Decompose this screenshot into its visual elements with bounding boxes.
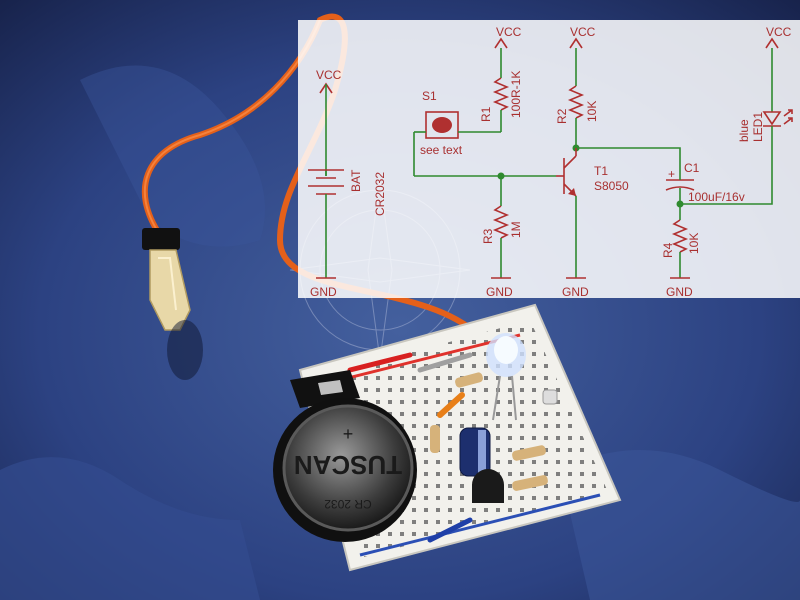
vcc-label: VCC <box>766 25 792 39</box>
blue-led <box>486 333 526 421</box>
switch-s1: S1 see text <box>413 89 501 176</box>
coin-cell-battery: TUSCAN CR 2032 + <box>273 370 417 542</box>
schematic-panel: VCC VCC VCC VCC BAT CR2032 R1 100R-1K S1 <box>298 20 800 298</box>
gnd-label: GND <box>486 285 513 298</box>
led-ref: LED1 <box>751 112 765 142</box>
led-d1: blue LED1 <box>737 48 793 142</box>
crystal-probe <box>142 228 203 380</box>
vcc-label: VCC <box>570 25 596 39</box>
r1-ref: R1 <box>479 106 493 122</box>
vcc-label: VCC <box>496 25 522 39</box>
t1-ref: T1 <box>594 164 608 178</box>
battery-symbol: BAT CR2032 <box>308 169 387 278</box>
vcc-battery-supply: VCC <box>316 68 342 176</box>
gnd-battery: GND <box>310 277 337 298</box>
c1-value: 100uF/16v <box>688 190 745 204</box>
vcc-label: VCC <box>316 68 342 82</box>
r3-ref: R3 <box>481 228 495 244</box>
battery-value: CR2032 <box>373 172 387 216</box>
r4-ref: R4 <box>661 242 675 258</box>
gnd-label: GND <box>666 285 693 298</box>
gnd-label: GND <box>310 285 337 298</box>
gnd-t1: GND <box>562 277 589 298</box>
s1-note: see text <box>420 143 463 157</box>
r3-value: 1M <box>509 221 523 238</box>
vcc-r1-supply: VCC <box>494 25 522 49</box>
led-net-wire <box>680 140 773 205</box>
gnd-label: GND <box>562 285 589 298</box>
gnd-r3: GND <box>486 277 513 298</box>
s1-ref: S1 <box>422 89 437 103</box>
resistor-r4: R4 10K <box>661 204 701 278</box>
gnd-r4: GND <box>666 277 693 298</box>
vcc-r2-supply: VCC <box>569 25 596 49</box>
battery-model-text: CR 2032 <box>324 497 372 511</box>
c1-plus-mark: + <box>668 167 675 181</box>
r2-ref: R2 <box>555 108 569 124</box>
battery-ref: BAT <box>349 169 363 192</box>
r1-value: 100R-1K <box>509 71 523 118</box>
c1-ref: C1 <box>684 161 700 175</box>
r2-value: 10K <box>585 101 599 122</box>
collector-net-wire <box>576 147 681 172</box>
battery-brand-text: TUSCAN <box>294 450 402 480</box>
led-value: blue <box>737 119 751 142</box>
r4-value: 10K <box>687 233 701 254</box>
resistor-r2: R2 10K <box>555 48 599 148</box>
schematic-backdrop <box>298 20 800 298</box>
transistor-t1: T1 S8050 <box>556 148 629 278</box>
resistor-r3: R3 1M <box>481 176 523 278</box>
t1-value: S8050 <box>594 179 629 193</box>
vcc-led-supply: VCC <box>765 25 792 49</box>
capacitor-c1: + C1 100uF/16v <box>665 161 745 204</box>
battery-plus-mark: + <box>343 424 354 444</box>
resistor-r1: R1 100R-1K <box>479 48 523 132</box>
